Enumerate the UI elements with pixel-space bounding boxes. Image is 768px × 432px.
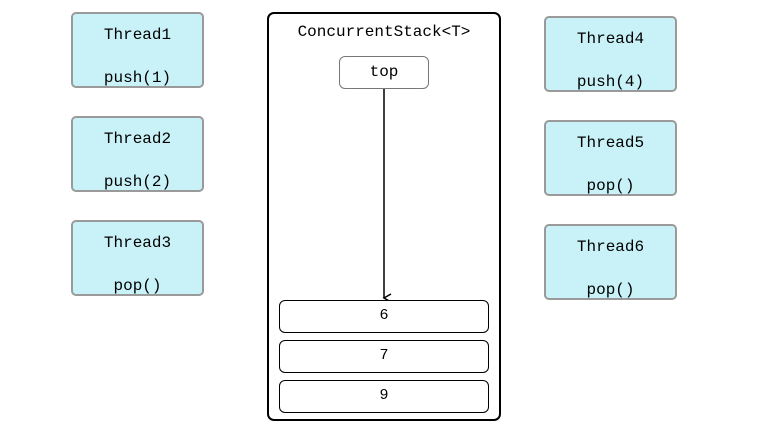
thread1-box: Thread1 push(1) — [71, 12, 204, 88]
thread-operation: pop() — [586, 177, 635, 195]
thread-name: Thread4 — [576, 30, 645, 48]
thread-name: Thread3 — [103, 234, 172, 252]
thread-operation: pop() — [113, 277, 162, 295]
thread-name: Thread5 — [576, 134, 645, 152]
thread-operation: push(2) — [103, 173, 172, 191]
stack-node: 7 — [279, 340, 489, 373]
thread-name: Thread6 — [576, 238, 645, 256]
thread5-box: Thread5 pop() — [544, 120, 677, 196]
thread6-box: Thread6 pop() — [544, 224, 677, 300]
top-pointer-box: top — [339, 56, 429, 89]
stack-node: 6 — [279, 300, 489, 333]
thread-operation: pop() — [586, 281, 635, 299]
thread-operation: push(4) — [576, 73, 645, 91]
concurrent-stack-container: ConcurrentStack<T> top 6 7 9 — [267, 12, 501, 421]
thread-operation: push(1) — [103, 69, 172, 87]
thread3-box: Thread3 pop() — [71, 220, 204, 296]
thread-name: Thread2 — [103, 130, 172, 148]
stack-title: ConcurrentStack<T> — [297, 23, 471, 41]
thread4-box: Thread4 push(4) — [544, 16, 677, 92]
stack-node: 9 — [279, 380, 489, 413]
top-pointer-arrow — [382, 89, 392, 303]
thread-name: Thread1 — [103, 26, 172, 44]
thread2-box: Thread2 push(2) — [71, 116, 204, 192]
